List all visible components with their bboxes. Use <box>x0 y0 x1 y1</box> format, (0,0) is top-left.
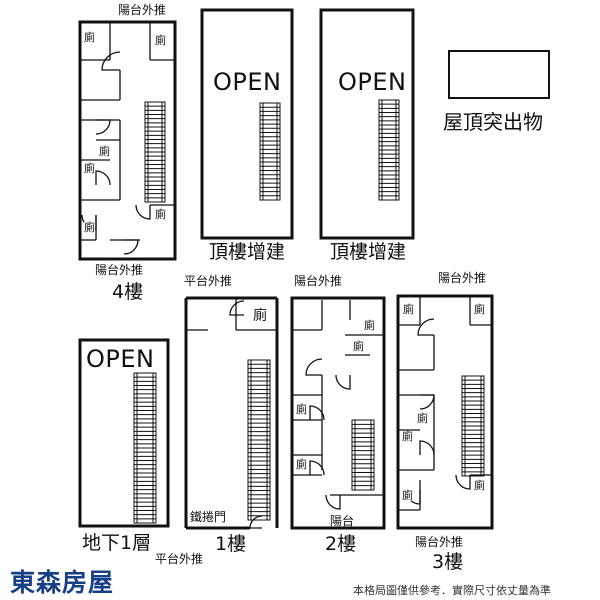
door-4f-4 <box>135 204 151 220</box>
door-4f-2 <box>95 119 111 135</box>
toilet-3f-3: 廁 <box>417 412 428 425</box>
toilet-3f-5: 廁 <box>402 489 413 502</box>
door-4f-3 <box>95 170 111 186</box>
door-3f-4 <box>455 474 471 490</box>
door-3f-2 <box>419 394 435 410</box>
floor-label-2f: 2樓 <box>325 533 357 555</box>
toilet-4f-5: 廁 <box>84 221 95 234</box>
floor-label-roof-a: 頂樓增建 <box>209 241 286 263</box>
toilet-4f-6: 廁 <box>155 208 166 221</box>
floor-label-basement: 地下1層 <box>82 532 152 554</box>
outline-roof-b <box>319 8 415 240</box>
door-3f-1 <box>417 318 435 336</box>
outline-roof-protrusion <box>448 50 550 99</box>
terrace-label-1f-top: 平台外推 <box>184 274 233 288</box>
balcony-label-3f-top: 陽台外推 <box>438 271 487 285</box>
toilet-3f-6: 廁 <box>474 479 485 492</box>
toilet-4f-2: 廁 <box>155 34 166 47</box>
door-2f-3 <box>335 374 351 390</box>
outline-3f <box>396 294 494 530</box>
walls <box>78 8 550 530</box>
balcony-label-3f-bottom: 陽台外推 <box>415 535 464 549</box>
open-label-roof-b: OPEN <box>338 68 407 96</box>
door-2f-1 <box>305 358 323 376</box>
toilet-2f-1: 廁 <box>364 319 375 332</box>
outline-roof-a <box>200 8 294 240</box>
floor-label-3f: 3樓 <box>432 551 464 573</box>
toilet-3f-1: 廁 <box>403 303 414 316</box>
door-2f-5 <box>325 494 341 510</box>
brand-logo-text: 東森房屋 <box>10 568 115 597</box>
door-1f-1 <box>229 300 245 316</box>
outline-basement <box>78 338 170 528</box>
roof-protrusion-label: 屋頂突出物 <box>443 110 543 134</box>
balcony-label-2f-bottom: 陽台 <box>330 514 355 528</box>
balcony-label-4f-bottom: 陽台外推 <box>95 263 144 277</box>
stairs <box>133 99 485 524</box>
door-4f-6 <box>123 239 139 255</box>
toilet-2f-4: 廁 <box>296 458 307 471</box>
open-label-roof-a: OPEN <box>213 68 282 96</box>
disclaimer-text: 本格局圖僅供參考．實際尺寸依丈量為準 <box>353 584 551 597</box>
door-3f-3 <box>419 440 435 456</box>
balcony-label-2f-top: 陽台外推 <box>294 274 343 288</box>
toilet-2f-3: 廁 <box>296 403 307 416</box>
floor-label-1f: 1樓 <box>215 533 247 555</box>
floor-label-4f: 4樓 <box>112 281 144 303</box>
toilet-1f: 廁 <box>253 308 267 324</box>
outline-2f <box>290 296 386 530</box>
toilet-2f-2: 廁 <box>353 340 364 353</box>
toilet-3f-4: 廁 <box>402 430 413 443</box>
door-4f-1 <box>101 51 121 71</box>
toilet-4f-4: 廁 <box>84 162 95 175</box>
stairs-roof-a-frame <box>259 102 281 201</box>
door-1f-gate <box>249 515 263 529</box>
open-label-basement: OPEN <box>86 345 155 373</box>
toilet-4f-3: 廁 <box>99 145 110 158</box>
floor-label-roof-b: 頂樓增建 <box>330 241 407 263</box>
gate-label-1f: 鐵捲門 <box>190 510 227 524</box>
door-2f-4 <box>309 460 325 476</box>
terrace-label-1f-bottom: 平台外推 <box>155 552 204 566</box>
toilet-3f-2: 廁 <box>474 303 485 316</box>
toilet-4f-1: 廁 <box>84 31 95 44</box>
balcony-label-4f-top: 陽台外推 <box>118 3 167 17</box>
door-2f-2 <box>309 405 325 421</box>
